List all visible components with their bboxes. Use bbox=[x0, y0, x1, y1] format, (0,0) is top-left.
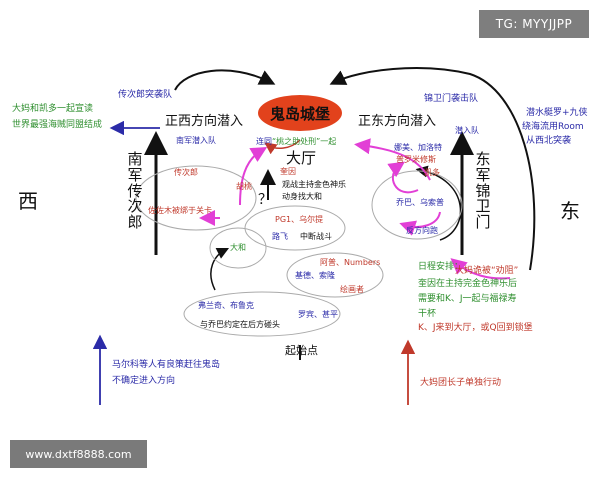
cluster-denjiro-label: 传次郎 bbox=[174, 168, 198, 177]
cluster-franky bbox=[183, 291, 341, 337]
cluster-connect-label: 连同 bbox=[256, 137, 272, 146]
note-green-mid: “桃之助处刑”一起 bbox=[272, 137, 337, 146]
note-bigmom-lure: 大妈诡被“劝阻” bbox=[455, 266, 519, 276]
east-army: 东军锦卫门 bbox=[475, 150, 491, 231]
cluster-shows-label: 阿普、Numbers bbox=[320, 258, 381, 267]
cluster-nami-label: 娜美、加洛特 bbox=[394, 143, 442, 152]
cluster-nami bbox=[371, 170, 463, 240]
cluster-usopp-label: 乔巴、乌索普 bbox=[396, 198, 444, 207]
note-needs-k: 需要和K、J一起与福禄寿 bbox=[418, 294, 517, 304]
note-south-infiltrate: 南军潜入队 bbox=[176, 136, 216, 145]
cluster-reverse-label: 反方向跑 bbox=[406, 226, 438, 235]
west-outer-arc bbox=[174, 69, 276, 91]
cluster-pg bbox=[244, 205, 346, 251]
east-entry: 正东方向潜入 bbox=[358, 114, 437, 129]
mag-arrow-reverse bbox=[399, 211, 441, 236]
note-kaido-plan: 奎因在主持完金色神乐后 bbox=[418, 279, 518, 289]
cluster-yamato bbox=[209, 227, 267, 269]
cluster-shows bbox=[286, 252, 384, 298]
direction-west: 西 bbox=[18, 189, 38, 213]
cluster-kid-label: 基德、索隆 bbox=[295, 271, 335, 280]
east-outer-arc bbox=[329, 67, 536, 271]
cluster-denjiro bbox=[135, 165, 257, 231]
castle-node: 鬼岛城堡 bbox=[258, 95, 342, 131]
hall-label: 大厅 bbox=[286, 149, 317, 167]
cluster-luffy-label: 路飞 bbox=[272, 232, 288, 241]
watermark-top: TG: MYYJJPP bbox=[479, 10, 589, 38]
mag-arrow-east-hall bbox=[354, 138, 431, 181]
cluster-kaido-label: 凯多 bbox=[424, 168, 440, 177]
cluster-pg-label: PG1、乌尔提 bbox=[275, 215, 324, 224]
cluster-kaido-q: 奎因 bbox=[280, 167, 296, 176]
west-entry: 正西方向潜入 bbox=[165, 114, 244, 129]
note-room-flow: 绕海流用Room bbox=[522, 122, 584, 132]
mag-arrow-lower bbox=[450, 258, 511, 280]
cluster-robin-label: 罗宾、甚平 bbox=[298, 310, 338, 319]
south-army: 南军传次郎 bbox=[127, 150, 143, 231]
cluster-interrupt-label: 中断战斗 bbox=[300, 232, 332, 241]
note-uncertain: 不确定进入方向 bbox=[112, 376, 176, 386]
cluster-poison-label: 普罗米修斯 bbox=[396, 155, 436, 164]
cluster-yamato-label: 大和 bbox=[230, 243, 246, 252]
note-law-kid: 潜水艇罗+九侠 bbox=[526, 108, 588, 118]
note-west-attack: 从西北突袭 bbox=[526, 136, 572, 146]
note-east-infiltrate: 潜入队 bbox=[455, 126, 479, 135]
note-bigmom-kaido: 大妈和凯多一起宣读 bbox=[12, 104, 94, 114]
cluster-sasaki-label: 佐佐木被绑于关卡 bbox=[148, 206, 212, 215]
note-marco: 马尔科等人有良策赶往鬼岛 bbox=[112, 360, 221, 370]
note-alliance: 世界最强海贼同盟结成 bbox=[12, 120, 103, 130]
cluster-joker-label: 绘画者 bbox=[340, 285, 364, 294]
mag-arrow-loop bbox=[387, 161, 419, 194]
cluster-chopper-label: 与乔巴约定在后方碰头 bbox=[200, 320, 280, 329]
red-arrow-connect bbox=[264, 139, 301, 155]
start-label: 起始点 bbox=[285, 344, 318, 357]
note-bigmom-son: 大妈团长子单独行动 bbox=[420, 378, 502, 388]
question-mark: ？ bbox=[258, 192, 272, 208]
cluster-franky-label: 弗兰奇、布鲁克 bbox=[198, 301, 254, 310]
cluster-hutenpo-label: 胡桃 bbox=[236, 182, 252, 191]
direction-east: 东 bbox=[560, 199, 580, 223]
note-denjiro-raid: 传次郎突袭队 bbox=[118, 90, 173, 100]
cluster-watch-kagura: 观战主持金色神乐 bbox=[282, 180, 346, 189]
note-schedule: 日程安排： bbox=[418, 262, 464, 272]
cluster-move-hall: 动身找大和 bbox=[282, 192, 322, 201]
note-cup: 干杯 bbox=[418, 309, 437, 319]
note-k-return: K、J来到大厅，或Q回到锁堡 bbox=[418, 323, 533, 333]
right-curve-arrow bbox=[415, 165, 462, 241]
left-curve-arrow bbox=[210, 247, 230, 291]
mag-arrow-hall-left bbox=[239, 146, 268, 206]
watermark-bottom: www.dxtf8888.com bbox=[10, 440, 147, 468]
note-kinemon-raid: 锦卫门袭击队 bbox=[424, 94, 479, 104]
